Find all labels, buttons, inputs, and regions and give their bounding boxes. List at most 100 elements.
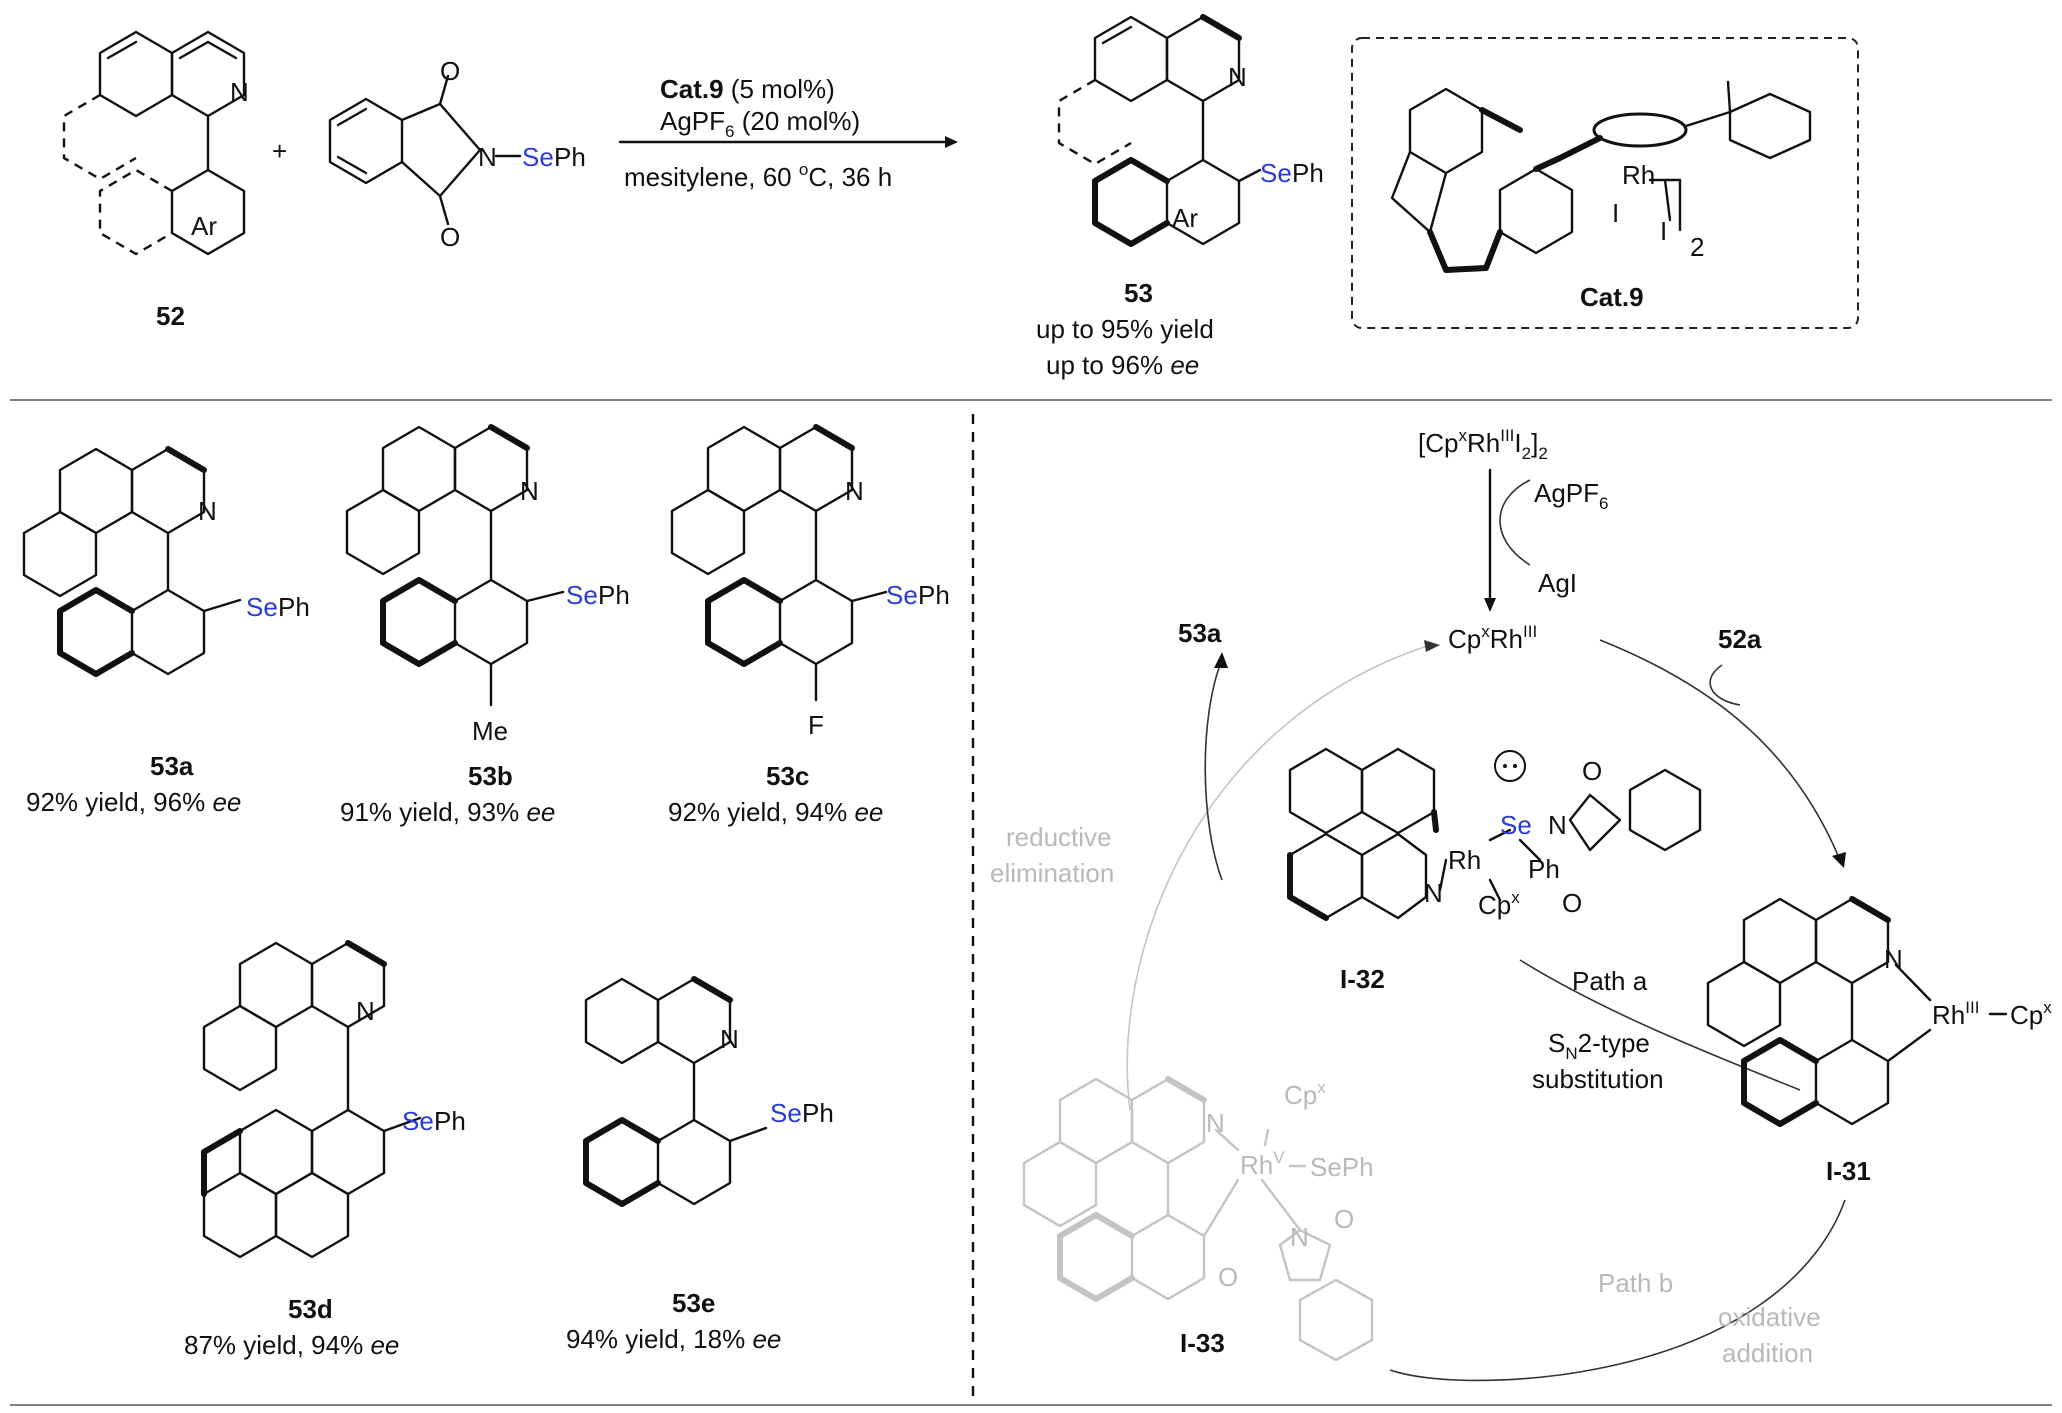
ar-label: Ar <box>191 211 217 241</box>
53c-n: N <box>845 476 864 506</box>
product-se-atom: Se <box>1260 158 1292 188</box>
53c-ph: Ph <box>918 580 950 610</box>
product-ar-label: Ar <box>1172 203 1198 233</box>
53e-result: 94% yield, 18% ee <box>566 1324 781 1354</box>
catalyst-label: Cat.9 <box>1580 282 1644 312</box>
53a-se: Se <box>246 592 278 622</box>
addition-label: addition <box>1722 1338 1813 1368</box>
i32-n: N <box>1548 810 1567 840</box>
product-n-atom: N <box>1228 62 1247 92</box>
arc-to-i31 <box>1599 639 1841 861</box>
conditions-solvent: mesitylene, 60 oC, 36 h <box>624 160 892 192</box>
path-a-label: Path a <box>1572 966 1648 996</box>
i32-ph: Ph <box>1528 854 1560 884</box>
arc-path-b <box>1389 1199 1846 1382</box>
53d-ph: Ph <box>434 1106 466 1136</box>
catalyst-dimer-sub: 2 <box>1690 232 1704 262</box>
53d-result: 87% yield, 94% ee <box>184 1330 399 1360</box>
catalyst-box <box>1351 37 1859 329</box>
cycle-52a-label: 52a <box>1718 624 1762 654</box>
product-label: 53 <box>1124 278 1153 308</box>
53e-label: 53e <box>672 1288 715 1318</box>
53b-label: 53b <box>468 761 513 791</box>
53b-substituent: Me <box>472 716 508 746</box>
cycle-53a-label: 53a <box>1178 618 1222 648</box>
plus-sign: + <box>272 136 287 166</box>
53d-se: Se <box>402 1106 434 1136</box>
reagent-n-seph-phthalimide <box>328 74 522 226</box>
product-yield: up to 95% yield <box>1036 314 1214 344</box>
reductive-label: reductive <box>1006 822 1112 852</box>
i33-o1: O <box>1334 1204 1354 1234</box>
catalyst-rh: Rh <box>1622 160 1655 190</box>
ag-curved-arrow <box>1499 479 1531 566</box>
product-53 <box>1057 14 1262 247</box>
reagent-n-atom: N <box>478 142 497 172</box>
53b-ph: Ph <box>598 580 630 610</box>
precatalyst: [CpxRhIIII2]2 <box>1418 426 1548 463</box>
substitution-label: substitution <box>1532 1064 1664 1094</box>
catalyst-i-1: I <box>1612 198 1619 228</box>
intermediate-i31 <box>1706 896 2008 1127</box>
substrate-52 <box>62 30 246 256</box>
catalyst-9-structure <box>1390 80 1812 273</box>
i31-label: I-31 <box>1826 1156 1871 1186</box>
i32-rh: Rh <box>1448 845 1481 875</box>
arc-release-53a <box>1204 664 1223 881</box>
arc-from-i33 <box>1126 644 1431 1111</box>
active-catalyst: CpxRhIII <box>1448 622 1537 654</box>
intermediate-i33 <box>1022 1076 1374 1362</box>
i32-o1: O <box>1582 756 1602 786</box>
substrate-n-atom: N <box>230 77 249 107</box>
i33-n: N <box>1206 1108 1225 1138</box>
product-ph: Ph <box>1292 158 1324 188</box>
i33-o2: O <box>1218 1262 1238 1292</box>
catalyst-i-2: I <box>1660 216 1667 246</box>
53e-se: Se <box>770 1098 802 1128</box>
i32-label: I-32 <box>1340 964 1385 994</box>
i31-cp: Cpx <box>2010 998 2052 1030</box>
conditions-additive: AgPF6 (20 mol%) <box>660 106 860 141</box>
53c-label: 53c <box>766 761 809 791</box>
53d-label: 53d <box>288 1294 333 1324</box>
i33-label: I-33 <box>1180 1328 1225 1358</box>
i33-seph: SePh <box>1310 1152 1374 1182</box>
reagent-se-atom: Se <box>522 142 554 172</box>
53c-substituent: F <box>808 710 824 740</box>
53a-n: N <box>198 496 217 526</box>
i33-cp: Cpx <box>1284 1078 1326 1110</box>
53b-n: N <box>520 476 539 506</box>
reagent-o-top: O <box>440 56 460 86</box>
conditions-catalyst: Cat.9 (5 mol%) <box>660 74 835 104</box>
path-b-label: Path b <box>1598 1268 1673 1298</box>
reagent-o-bottom: O <box>440 222 460 252</box>
structure-53e <box>583 976 768 1207</box>
substrate-label: 52 <box>156 301 185 331</box>
structure-53d <box>201 940 422 1259</box>
53b-se: Se <box>566 580 598 610</box>
intermediate-i32 <box>1287 747 1702 921</box>
i31-rh: RhIII <box>1932 998 1979 1030</box>
i33-n2: N <box>1290 1222 1309 1252</box>
53a-label: 53a <box>150 751 194 781</box>
53a-ph: Ph <box>278 592 310 622</box>
i31-n: N <box>1884 944 1903 974</box>
53e-ph: Ph <box>802 1098 834 1128</box>
sn2-label: SN2-type <box>1548 1028 1650 1063</box>
52a-entry <box>1709 664 1741 706</box>
i32-cp: Cpx <box>1478 888 1520 920</box>
53c-result: 92% yield, 94% ee <box>668 797 883 827</box>
arc-path-a <box>1519 959 1801 1091</box>
i32-o2: O <box>1562 888 1582 918</box>
oxidative-label: oxidative <box>1718 1302 1821 1332</box>
i33-rh: RhV <box>1240 1148 1285 1180</box>
reagent-ph: Ph <box>554 142 586 172</box>
i32-se: Se <box>1500 810 1532 840</box>
structure-53a <box>22 446 242 677</box>
53e-n: N <box>720 1024 739 1054</box>
i32-n-iso: N <box>1424 878 1443 908</box>
53a-result: 92% yield, 96% ee <box>26 787 241 817</box>
agi: AgI <box>1538 568 1577 598</box>
53c-se: Se <box>886 580 918 610</box>
